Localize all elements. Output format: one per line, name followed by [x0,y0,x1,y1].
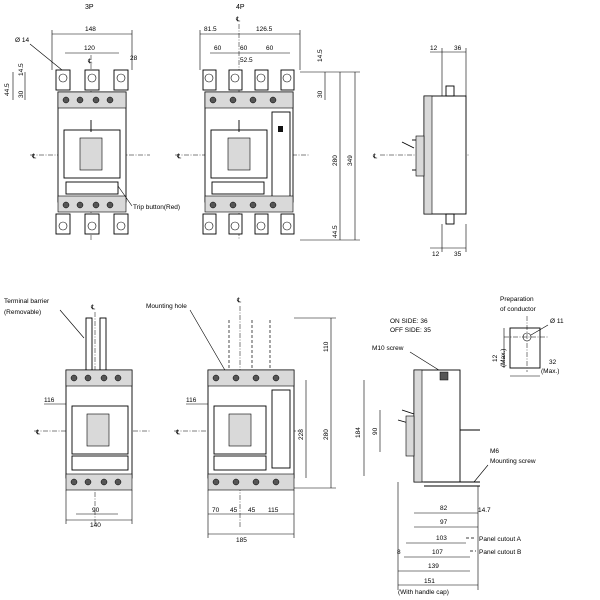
dim-151: 151 [424,578,435,585]
with-handle-cap-label: (With handle cap) [398,589,449,596]
of-conductor-label: of conductor [500,306,537,313]
centerline-mark-3p-side: ℄ [31,153,37,160]
dim-dia14: Ø 14 [15,37,29,44]
dim-45b: 45 [248,507,256,514]
centerline-mark-3p-rear-side: ℄ [35,429,41,436]
dim-280b: 280 [323,429,330,440]
dim-28: 28 [130,55,138,62]
dim-97: 97 [440,519,448,526]
on-side-label: ON SIDE: 36 [390,318,428,325]
dim-60a: 60 [214,45,222,52]
centerline-mark-4p-side: ℄ [176,153,182,160]
centerline-mark-4p-rear: ℄ [236,297,242,304]
dim-14-5b: 14.5 [317,49,324,62]
view-3p-rear: Terminal barrier (Removable) ℄ ℄ 116 90 … [4,298,150,529]
dim-140: 140 [90,522,101,529]
m6-label: M6 [490,448,499,455]
dim-dia11: Ø 11 [550,318,564,325]
dim-139: 139 [428,563,439,570]
dim-110: 110 [323,341,330,352]
dim-349: 349 [347,155,354,166]
dim-52-5: 52.5 [240,57,253,64]
label-4p: 4P [236,4,245,11]
dim-60c: 60 [266,45,274,52]
view-4p-front: 4P ℄ ℄ 81.5 126.5 60 60 60 52.5 14.5 30 … [175,4,360,241]
dim-228: 228 [298,429,305,440]
dim-115: 115 [268,507,279,514]
dim-30a: 30 [18,90,25,98]
view-side-rear: ON SIDE: 36 OFF SIDE: 35 M10 screw 184 9… [355,318,536,596]
dim-12c: 12 [492,354,499,362]
dim-30b: 30 [317,90,324,98]
dim-45a: 45 [230,507,238,514]
max-a-label: (Max.) [500,349,507,367]
preparation-label: Preparation [500,296,534,303]
dim-12b: 12 [432,251,440,258]
dim-8: 8 [397,549,401,556]
dim-81-5: 81.5 [204,26,217,33]
dim-120: 120 [84,45,95,52]
dim-148: 148 [85,26,96,33]
dim-116a: 116 [44,397,55,404]
dim-90b: 90 [372,427,379,435]
m10-screw-label: M10 screw [372,345,404,352]
dim-116b: 116 [186,397,197,404]
view-4p-rear: Mounting hole ℄ ℄ 116 110 228 280 70 4 [146,297,336,544]
dim-82: 82 [440,505,448,512]
dim-280a: 280 [332,155,339,166]
dim-185: 185 [236,537,247,544]
dim-184: 184 [355,427,362,438]
mounting-screw-label: Mounting screw [490,458,536,465]
centerline-mark-side: ℄ [372,153,378,160]
dim-35: 35 [454,251,462,258]
panel-cutout-a-label: Panel cutout A [479,536,522,543]
centerline-mark-3p: ℄ [87,58,93,65]
dim-103: 103 [436,535,447,542]
label-3p: 3P [85,4,94,11]
dim-70: 70 [212,507,220,514]
centerline-mark-4p-rear-side: ℄ [175,429,181,436]
dim-14-5a: 14.5 [18,63,25,76]
dim-44-5b: 44.5 [332,225,339,238]
centerline-mark-4p: ℄ [235,16,241,23]
dim-36: 36 [454,45,462,52]
removable-label: (Removable) [4,309,41,316]
view-conductor-preparation: Preparation of conductor Ø 11 12 (Max.) … [492,296,564,377]
off-side-label: OFF SIDE: 35 [390,327,431,334]
dim-60b: 60 [240,45,248,52]
panel-cutout-b-label: Panel cutout B [479,549,521,556]
dim-90a: 90 [92,507,100,514]
view-side-top: 12 36 ℄ 12 35 [372,45,470,258]
terminal-barrier-label: Terminal barrier [4,298,50,305]
dim-44-5a: 44.5 [4,83,11,96]
dim-12a: 12 [430,45,438,52]
mounting-hole-label: Mounting hole [146,303,187,310]
dim-107: 107 [432,549,443,556]
dim-14-7: 14.7 [478,507,491,514]
trip-button-label: Trip button(Red) [133,204,180,211]
max-b-label: (Max.) [541,368,559,375]
centerline-mark-3p-rear: ℄ [90,304,96,311]
view-3p-front: 3P 148 120 28 Ø 14 14.5 44.5 30 ℄ ℄ [4,4,180,240]
dim-126-5: 126.5 [256,26,273,33]
dim-32: 32 [549,359,557,366]
